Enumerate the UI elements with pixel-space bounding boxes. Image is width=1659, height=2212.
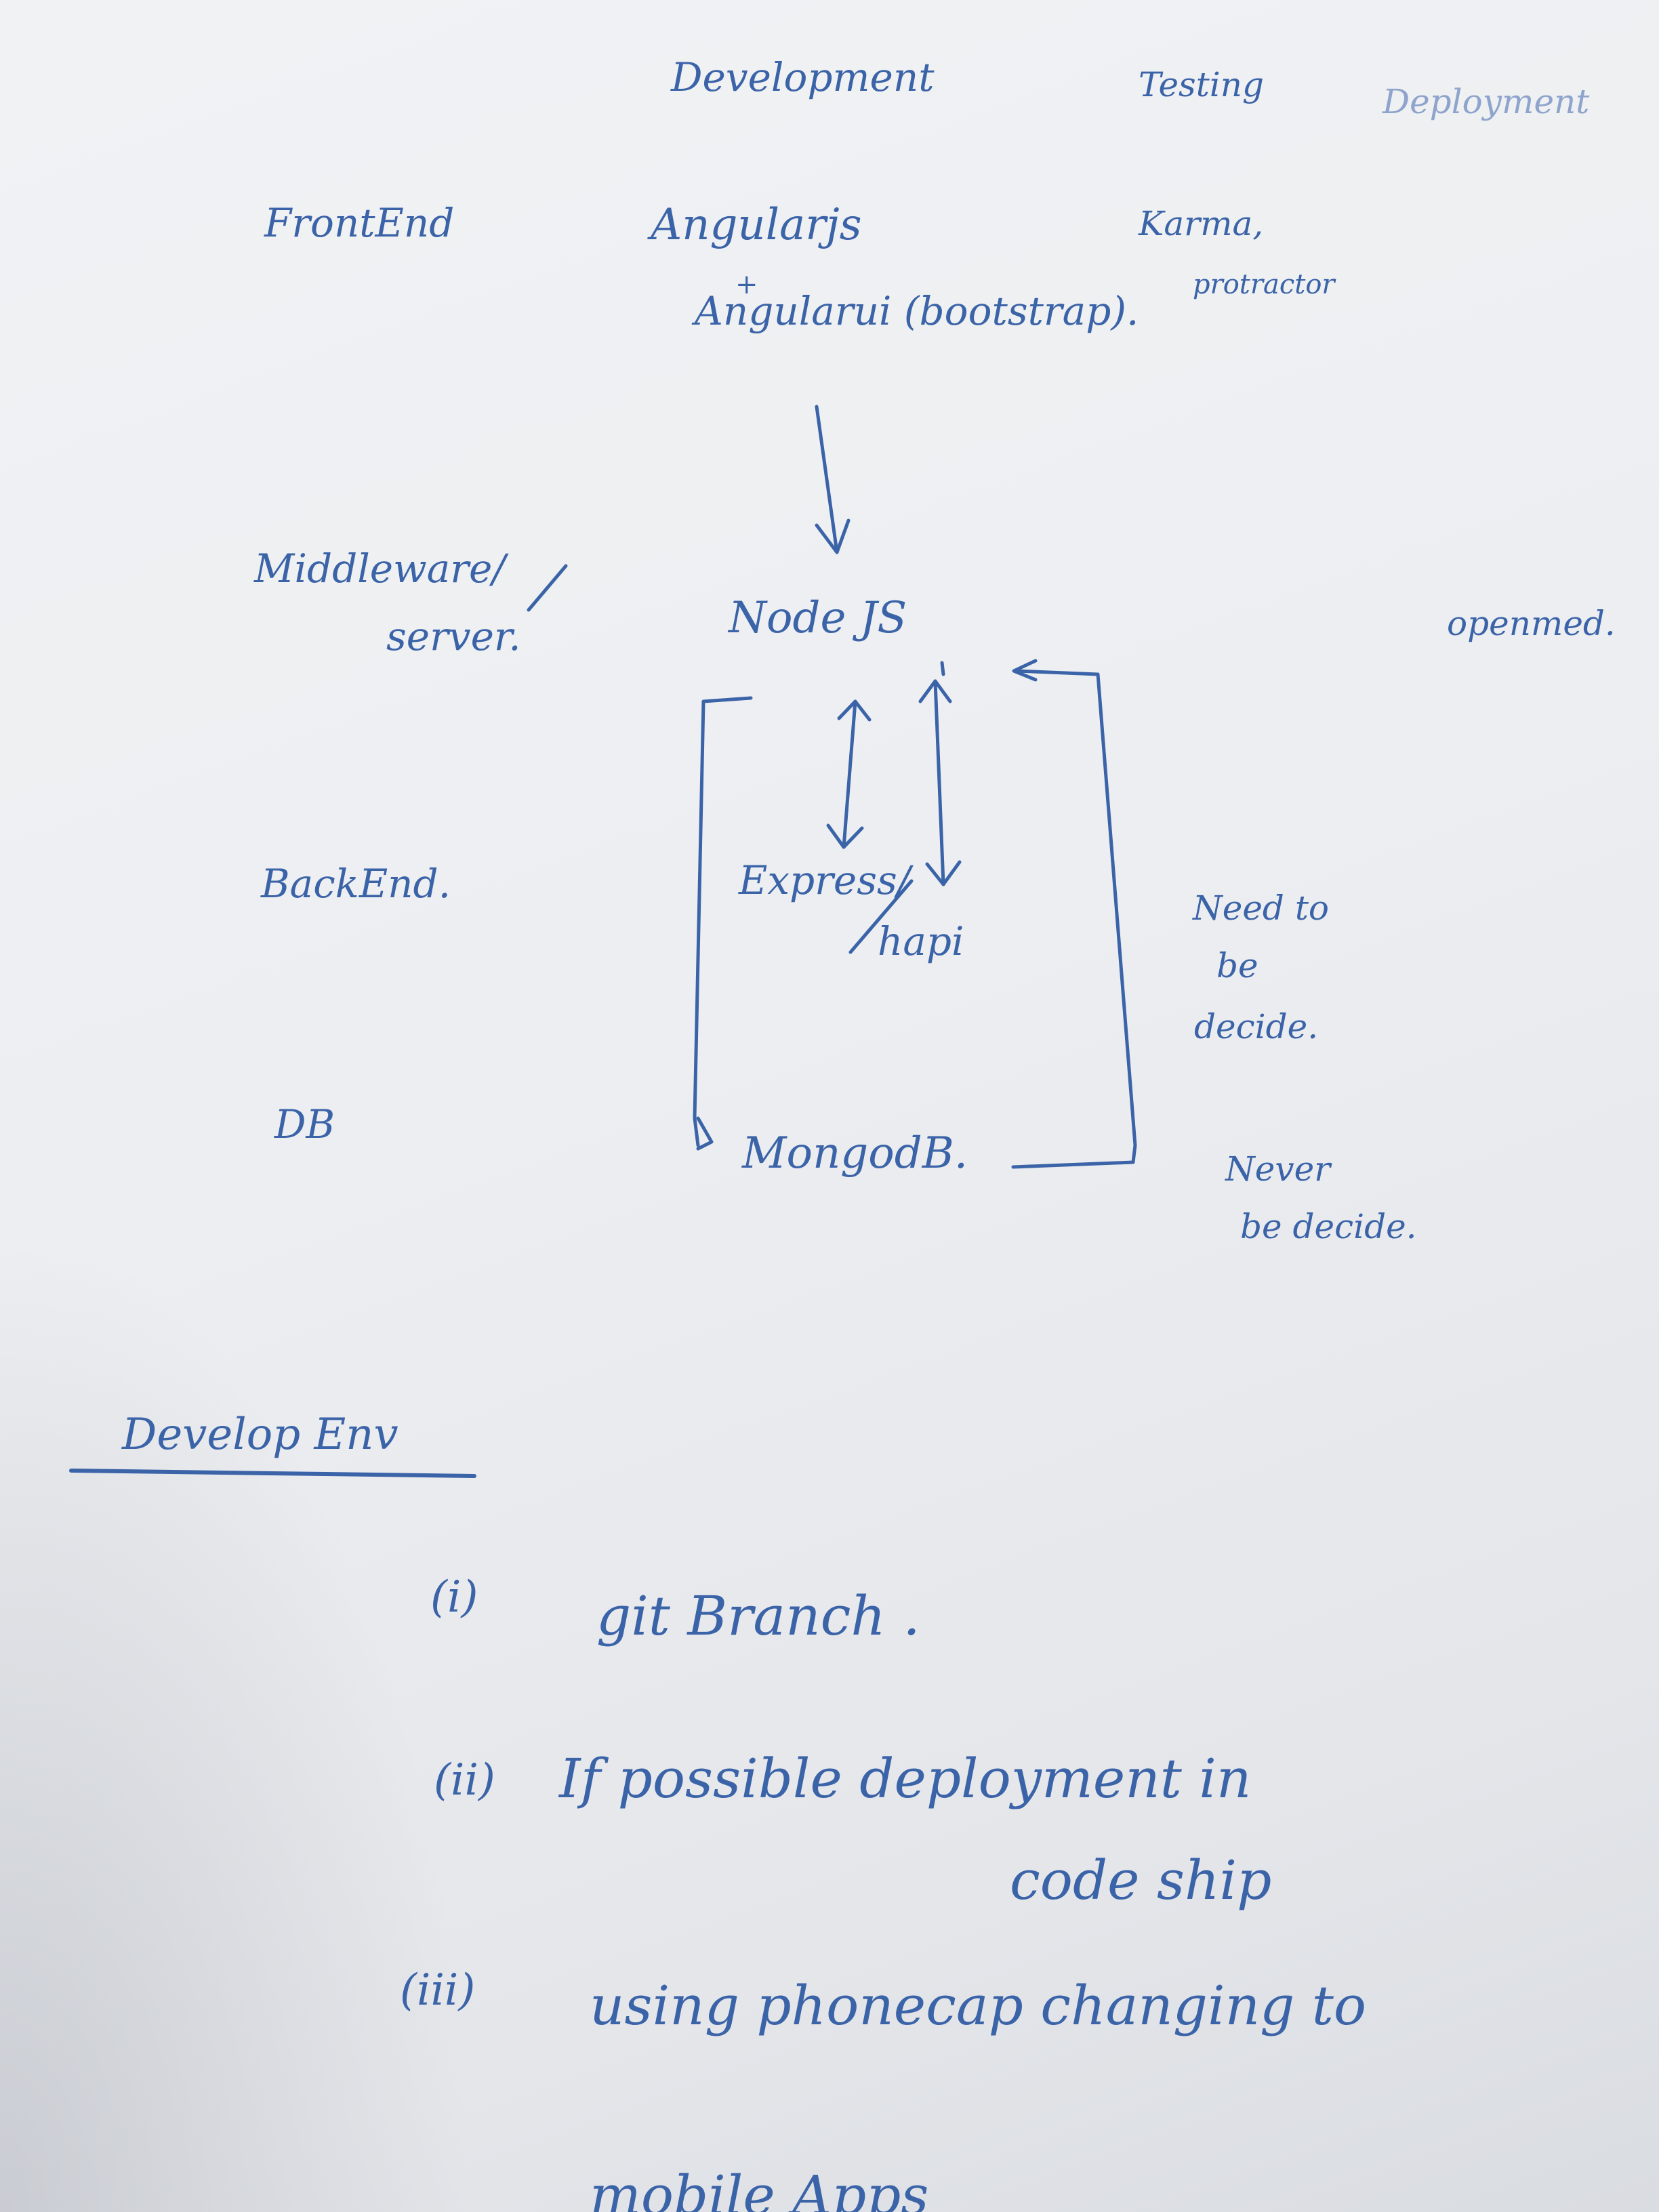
arrowhead-node-express-2a <box>918 679 952 703</box>
note-never-decide: be decide. <box>1240 1207 1417 1246</box>
note-need-to: Need to <box>1193 888 1330 928</box>
angular-label: Angularjs <box>651 200 862 250</box>
arrowhead-node-express-1a <box>837 699 872 722</box>
express-label: Express/ <box>739 857 911 903</box>
header-development: Development <box>671 54 935 100</box>
env-item-2-text-2: code ship <box>1010 1849 1272 1912</box>
hapi-label: hapi <box>878 918 964 964</box>
page-shadow <box>0 1220 474 2212</box>
mongodb-label: MongodB. <box>742 1128 968 1179</box>
bracket-node-to-mongodb <box>693 696 753 1147</box>
env-item-1-text: git Branch . <box>596 1584 920 1647</box>
env-item-2-number: (ii) <box>434 1755 495 1805</box>
angularui-label: Angularui (bootstrap). <box>695 288 1139 334</box>
bracket-mongodb-to-node <box>1011 669 1137 1169</box>
env-underline <box>69 1469 476 1478</box>
note-need-be: be <box>1216 946 1258 985</box>
karma-label: Karma, <box>1139 204 1264 243</box>
tick-node <box>940 661 945 676</box>
protractor-label: protractor <box>1193 269 1335 300</box>
middleware-slash <box>527 564 568 612</box>
row-middleware: Middleware/ <box>254 546 506 592</box>
note-never: Never <box>1225 1149 1331 1189</box>
env-heading: Develop Env <box>122 1410 398 1460</box>
row-frontend: FrontEnd <box>264 200 455 246</box>
nodejs-label: Node JS <box>729 593 907 643</box>
env-item-2-text: If possible deployment in <box>559 1747 1252 1810</box>
env-item-1-number: (i) <box>430 1572 478 1622</box>
row-backend: BackEnd. <box>261 861 451 907</box>
env-item-3-number: (iii) <box>400 1965 476 2015</box>
arrowhead-frontend-to-node <box>815 518 851 554</box>
header-deployment: Deployment <box>1382 82 1590 121</box>
arrow-frontend-to-node <box>815 405 839 554</box>
arrowhead-node-express-2b <box>925 860 962 886</box>
arrowhead-bracket-right <box>1012 659 1038 682</box>
row-middleware-server: server. <box>386 613 521 659</box>
plus-sign: + <box>735 269 758 300</box>
row-db: DB <box>274 1101 335 1147</box>
env-item-3-text: using phonecap changing to <box>590 1974 1367 2037</box>
arrow-node-express-2 <box>933 679 945 886</box>
arrowhead-node-express-1b <box>826 823 864 849</box>
header-testing: Testing <box>1139 65 1265 104</box>
note-need-decide: decide. <box>1194 1007 1319 1046</box>
note-openmed: openmed. <box>1447 604 1616 643</box>
arrow-node-express-1 <box>842 699 857 849</box>
env-item-3-text-2: mobile Apps <box>590 2164 929 2212</box>
arrowhead-bracket-left <box>696 1116 714 1151</box>
